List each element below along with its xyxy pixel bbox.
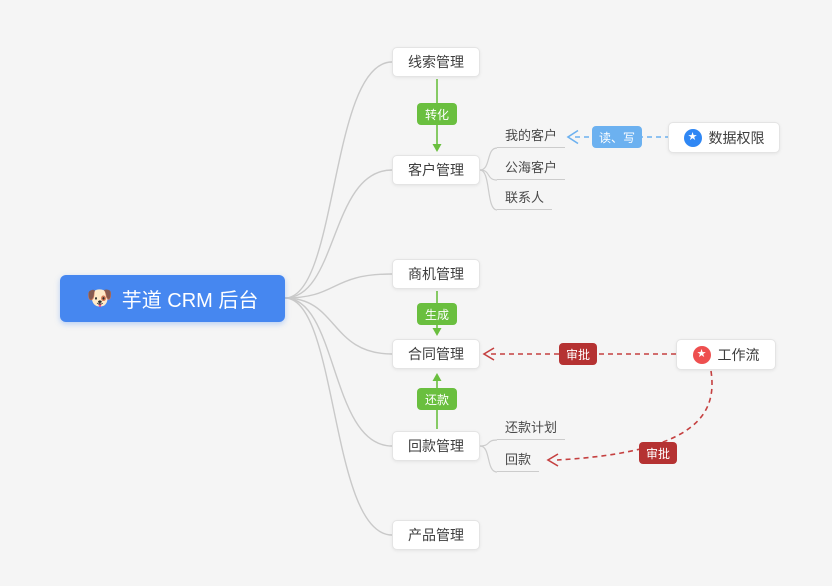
arrowhead-convert-icon — [432, 144, 442, 152]
leaf-branch-curves — [479, 147, 498, 473]
data-permission-label: 数据权限 — [708, 129, 765, 146]
leaf-my-customer[interactable]: 我的客户 — [497, 124, 566, 148]
arrowhead-generate-icon — [432, 328, 442, 336]
node-contract-management[interactable]: 合同管理 — [392, 339, 480, 369]
edge-root-product — [284, 297, 393, 536]
edge-badge-approve-receivable: 审批 — [639, 442, 677, 464]
node-clue-management[interactable]: 线索管理 — [392, 47, 480, 77]
root-label: 芋道 CRM 后台 — [121, 290, 259, 312]
arrowhead-approve-receivable-icon — [546, 453, 559, 467]
star-icon: ★ — [683, 128, 702, 147]
leaf-repayment-plan[interactable]: 还款计划 — [497, 416, 566, 440]
dog-emoji-icon: 🐶 — [86, 287, 113, 310]
edge-customer-my-customer — [479, 147, 498, 171]
leaf-receivable-item[interactable]: 回款 — [497, 448, 540, 472]
edge-customer-contact — [479, 169, 498, 211]
edge-badge-convert: 转化 — [417, 103, 457, 125]
arrowhead-read-write-icon — [566, 129, 579, 145]
node-receivable-management[interactable]: 回款管理 — [392, 431, 480, 461]
root-node-crm-backend[interactable]: 🐶 芋道 CRM 后台 — [60, 275, 285, 322]
edge-root-clue — [284, 61, 393, 299]
edge-badge-approve-contract: 审批 — [559, 343, 597, 365]
workflow-label: 工作流 — [717, 346, 760, 363]
edge-receivable-receivable-item — [479, 445, 498, 473]
edge-badge-repay: 还款 — [417, 388, 457, 410]
star-icon: ★ — [692, 345, 711, 364]
node-workflow[interactable]: ★ 工作流 — [676, 339, 776, 370]
edge-badge-generate: 生成 — [417, 303, 457, 325]
green-flow-arrows — [432, 79, 442, 429]
node-product-management[interactable]: 产品管理 — [392, 520, 480, 550]
edge-root-customer — [284, 169, 393, 299]
edge-root-opportunity — [284, 273, 393, 299]
node-data-permission[interactable]: ★ 数据权限 — [668, 122, 780, 153]
edge-root-contract — [284, 297, 393, 355]
arrowhead-repay-icon — [432, 373, 442, 381]
leaf-contact[interactable]: 联系人 — [497, 186, 553, 210]
arrowhead-approve-contract-icon — [482, 347, 495, 361]
node-opportunity-management[interactable]: 商机管理 — [392, 259, 480, 289]
leaf-public-customer[interactable]: 公海客户 — [497, 156, 566, 180]
edge-badge-read-write: 读、写 — [592, 126, 642, 148]
root-branch-curves — [284, 61, 393, 536]
edge-receivable-repayment-plan — [479, 439, 498, 447]
edge-root-receivable — [284, 297, 393, 447]
edge-workflow-to-receivable — [556, 370, 713, 461]
node-customer-management[interactable]: 客户管理 — [392, 155, 480, 185]
